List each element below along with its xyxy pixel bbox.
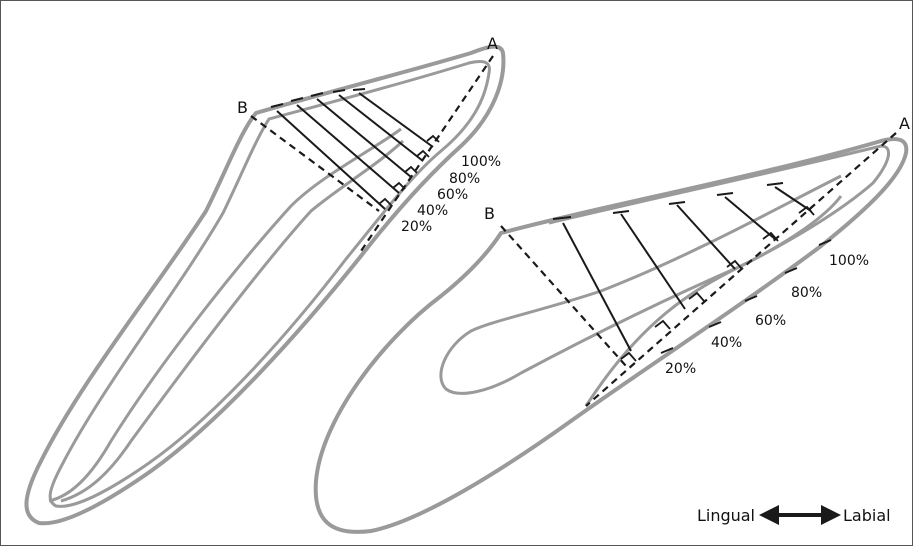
- left-right-angle-marks: [378, 134, 440, 206]
- left-measure-lines: [276, 92, 434, 210]
- right-point-a-label: A: [899, 114, 910, 133]
- left-tooth-inner-outline: [48, 59, 491, 508]
- left-tooth-pulp-canal: [48, 127, 405, 503]
- legend-lingual-label: Lingual: [697, 506, 755, 525]
- right-pct-100: 100%: [829, 253, 869, 269]
- right-point-b-label: B: [484, 204, 495, 223]
- right-pct-60: 60%: [755, 313, 786, 329]
- right-pct-80: 80%: [791, 285, 822, 301]
- right-tooth: A B 100% 80% 60% 40% 20%: [313, 114, 910, 534]
- left-tick-marks: [270, 88, 366, 108]
- right-tooth-inner-outline: [548, 144, 890, 407]
- left-pct-20: 20%: [401, 219, 432, 235]
- right-pct-20: 20%: [665, 361, 696, 377]
- left-pct-100: 100%: [461, 154, 501, 170]
- right-outer-ticks: [660, 239, 832, 354]
- left-point-a-label: A: [487, 34, 498, 53]
- left-pct-40: 40%: [417, 203, 448, 219]
- left-point-b-label: B: [237, 98, 248, 117]
- legend-labial-label: Labial: [843, 506, 891, 525]
- left-pct-60: 60%: [437, 187, 468, 203]
- right-tooth-outer-outline: [313, 137, 909, 534]
- right-measure-lines: [562, 186, 812, 352]
- right-tick-marks: [552, 182, 784, 220]
- orientation-legend: Lingual Labial: [697, 505, 891, 525]
- right-tooth-pulp: [439, 174, 843, 395]
- right-axis-line-a: [585, 132, 897, 407]
- left-axis-line-b: [250, 115, 380, 212]
- right-right-angle-marks: [620, 205, 815, 362]
- left-tooth: A B 100% 80% 60% 40% 20%: [24, 34, 506, 526]
- left-pct-80: 80%: [449, 171, 480, 187]
- right-axis-line-b: [500, 225, 627, 367]
- right-pct-40: 40%: [711, 335, 742, 351]
- left-tooth-outer-outline: [24, 44, 506, 526]
- left-axis-line-a: [360, 55, 494, 252]
